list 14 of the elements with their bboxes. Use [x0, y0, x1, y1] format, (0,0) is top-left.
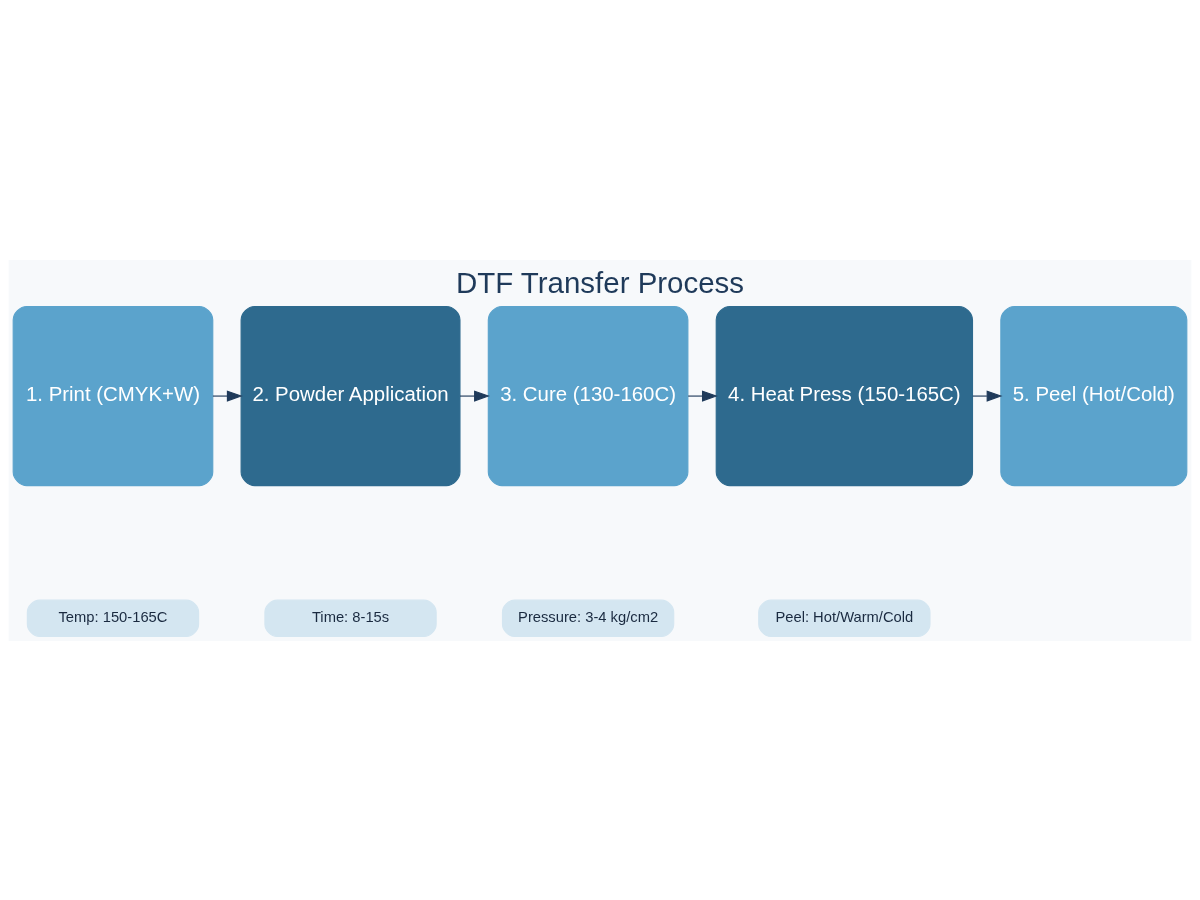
node-box: 2. Powder Application	[240, 305, 461, 486]
arrow	[687, 390, 718, 402]
node-box: 3. Cure (130-160C)	[487, 305, 689, 486]
node-box: Peel: Hot/Warm/Cold	[758, 599, 931, 637]
node-box: 4. Heat Press (150-165C)	[715, 305, 974, 486]
node-box: Time: 8-15s	[264, 599, 437, 637]
arrow	[459, 390, 490, 402]
node-box: 1. Print (CMYK+W)	[12, 305, 214, 486]
node-box: 5. Peel (Hot/Cold)	[1000, 305, 1188, 486]
arrow	[212, 390, 243, 402]
node-box: Pressure: 3-4 kg/cm2	[501, 599, 675, 637]
arrow	[972, 390, 1003, 402]
diagram-title: DTF Transfer Process	[455, 265, 745, 299]
node-box: Temp: 150-165C	[26, 599, 200, 637]
